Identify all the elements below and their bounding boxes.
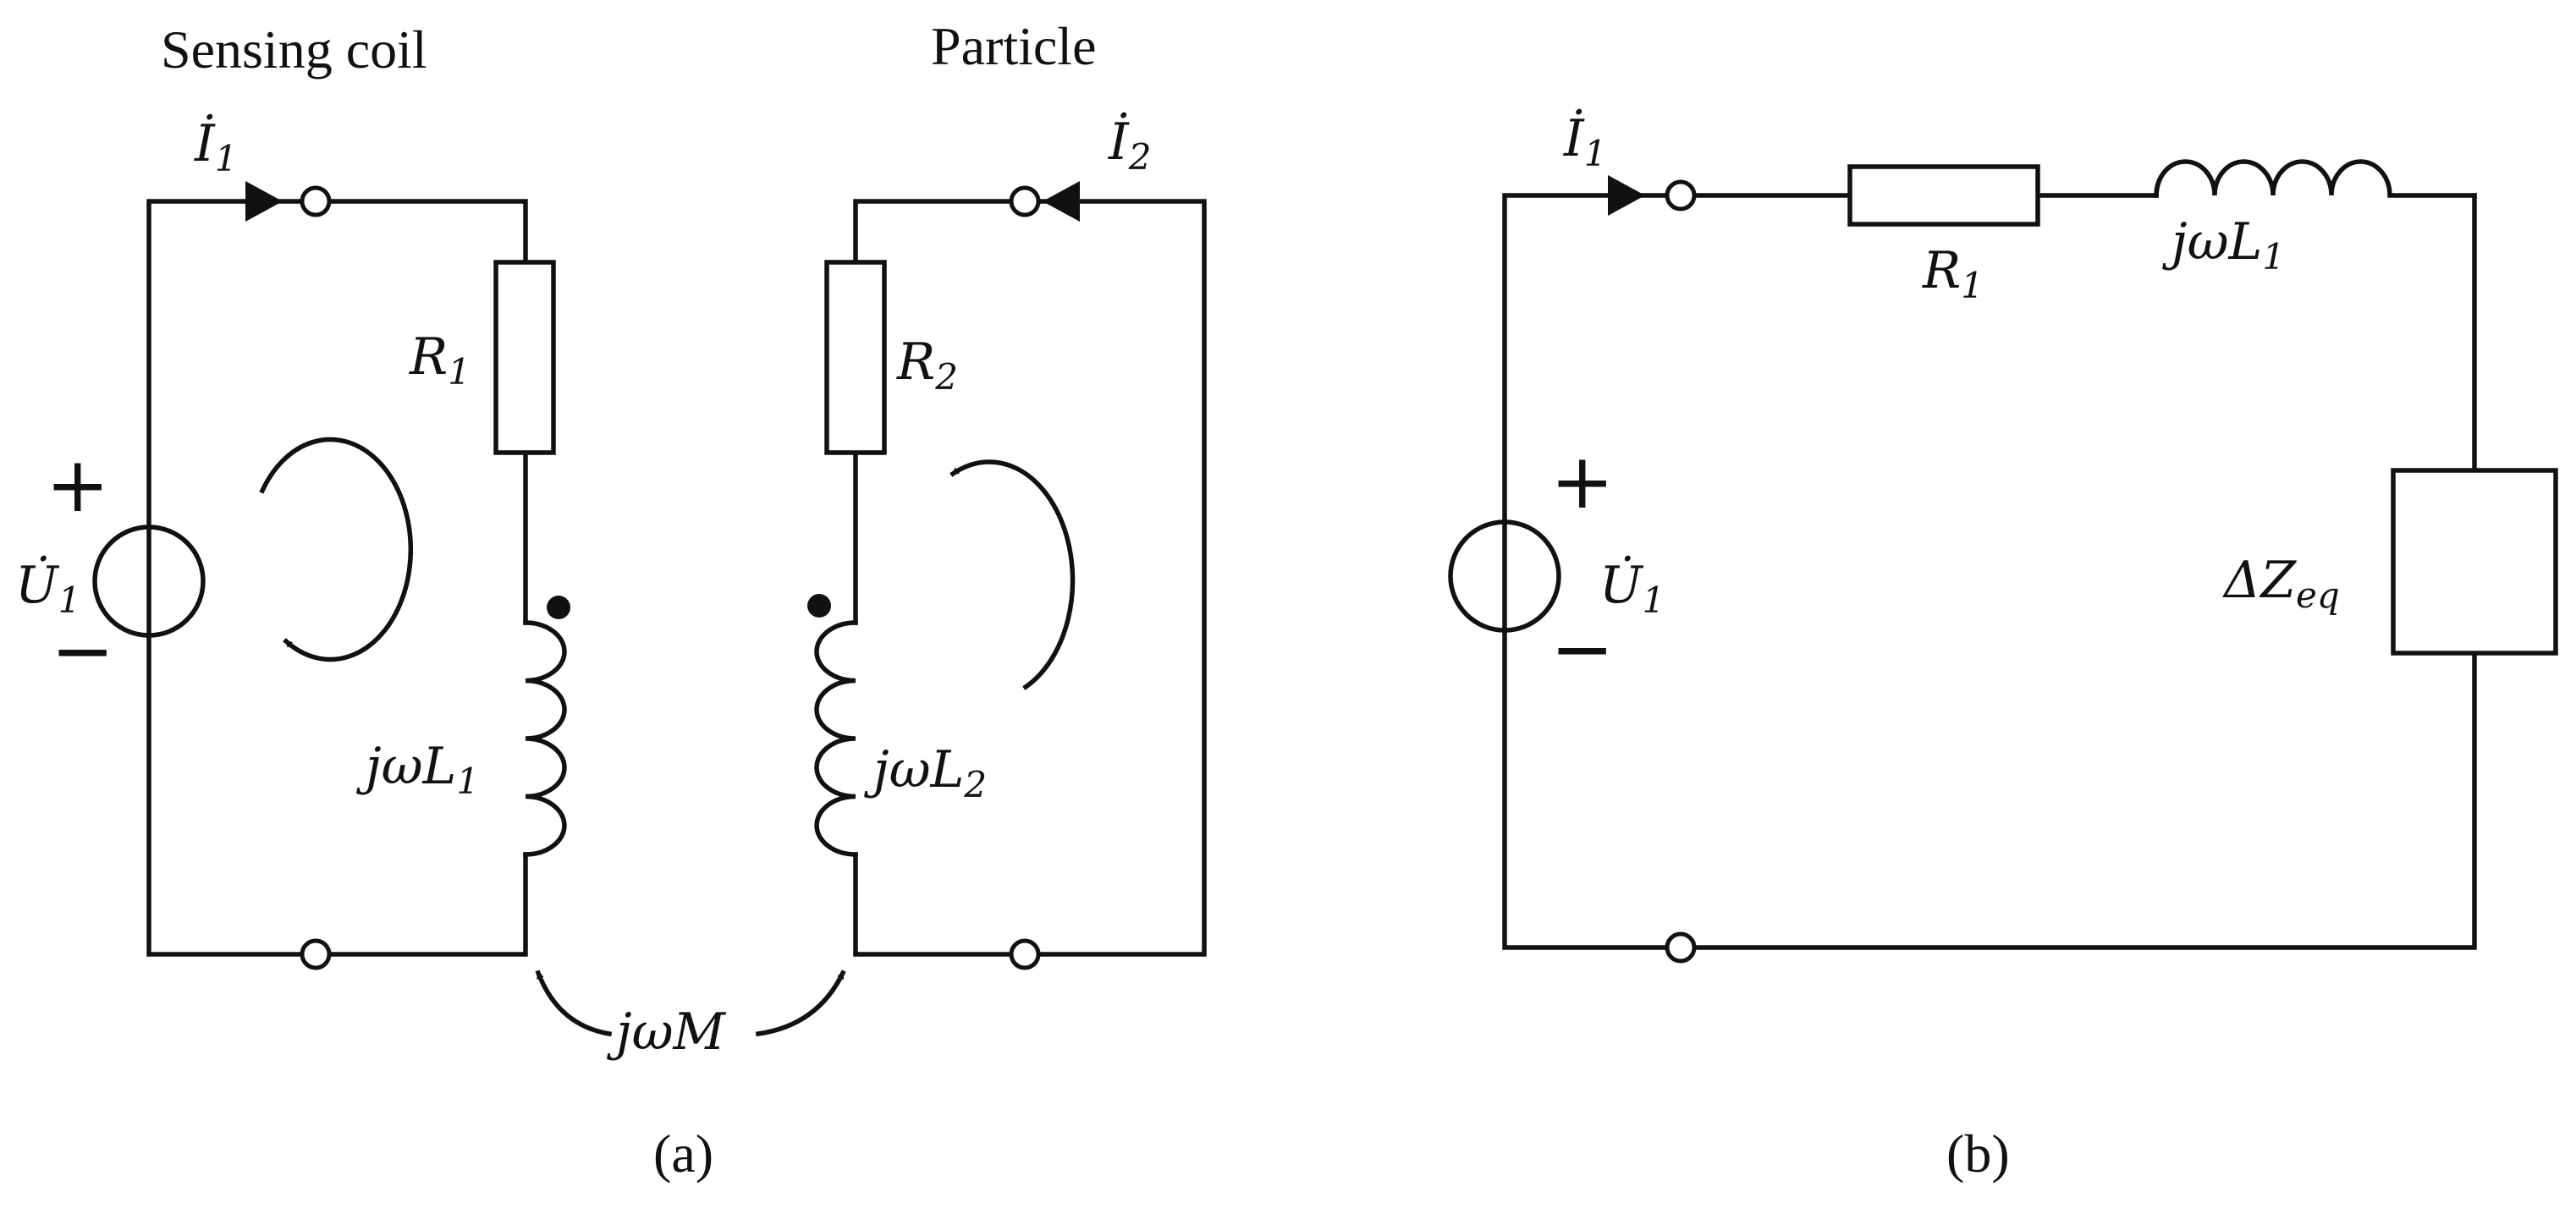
loop-2-arrow bbox=[949, 459, 1076, 690]
mutual-label: jωM bbox=[607, 1003, 727, 1062]
caption-a: (a) bbox=[653, 1123, 713, 1184]
source-label: U̇1 bbox=[15, 555, 80, 621]
terminal-bottom-left bbox=[300, 938, 332, 970]
inductor-l2 bbox=[814, 620, 858, 857]
terminal-top-right bbox=[1009, 185, 1041, 217]
current-2-label: İ2 bbox=[1108, 113, 1151, 178]
panel-b: + − U̇1 İ1 R1 jωL1 ΔZeq (b) bbox=[1448, 109, 2558, 1184]
dot-l2 bbox=[807, 594, 831, 618]
l1-b-label: jωL1 bbox=[2162, 212, 2285, 277]
delta-zeq-label: ΔZeq bbox=[2222, 551, 2340, 616]
sensing-coil-title: Sensing coil bbox=[161, 19, 427, 80]
terminal-bottom-right bbox=[1009, 938, 1041, 970]
voltage-source-b: + − U̇1 bbox=[1448, 437, 1665, 694]
dot-l1 bbox=[547, 596, 570, 619]
resistor-r2 bbox=[824, 260, 887, 455]
source-b-label: U̇1 bbox=[1599, 555, 1665, 621]
loop-1-arrow bbox=[259, 437, 414, 662]
current-2-arrow bbox=[1043, 181, 1080, 222]
r2-label: R2 bbox=[896, 332, 958, 398]
resistor-b-r1 bbox=[1847, 164, 2040, 227]
current-b-arrow bbox=[1608, 175, 1645, 216]
inductor-b-l1 bbox=[2154, 159, 2477, 198]
terminal-top-left bbox=[300, 185, 332, 217]
source-plus-sign: + bbox=[46, 441, 109, 530]
right-loop-wires bbox=[853, 199, 1207, 957]
resistor-r1 bbox=[493, 260, 556, 455]
mutual-arrow-left bbox=[535, 970, 613, 1037]
source-minus-sign: − bbox=[51, 607, 114, 695]
terminal-b-top bbox=[1665, 179, 1697, 211]
left-loop-wires bbox=[146, 199, 528, 957]
source-b-minus-sign: − bbox=[1550, 605, 1614, 694]
impedance-delta-zeq bbox=[2391, 468, 2558, 656]
r1-label: R1 bbox=[409, 327, 471, 393]
mutual-arrow-right bbox=[755, 970, 846, 1037]
current-1-label: İ1 bbox=[194, 114, 237, 179]
r1-b-label: R1 bbox=[1922, 241, 1984, 306]
current-1-arrow bbox=[245, 181, 283, 222]
inductor-l1 bbox=[523, 620, 567, 857]
source-b-plus-sign: + bbox=[1550, 437, 1614, 526]
particle-title: Particle bbox=[931, 16, 1096, 76]
l2-label: jωL2 bbox=[864, 740, 987, 805]
panel-a: Sensing coil Particle + − U̇1 İ1 R1 j bbox=[15, 16, 1207, 1184]
caption-b: (b) bbox=[1946, 1123, 2010, 1184]
panel-b-wires bbox=[1502, 193, 2477, 950]
terminal-b-bottom bbox=[1665, 931, 1697, 964]
l1-label: jωL1 bbox=[356, 737, 479, 802]
voltage-source-a: + − U̇1 bbox=[15, 441, 206, 695]
current-b-label: İ1 bbox=[1563, 109, 1606, 174]
